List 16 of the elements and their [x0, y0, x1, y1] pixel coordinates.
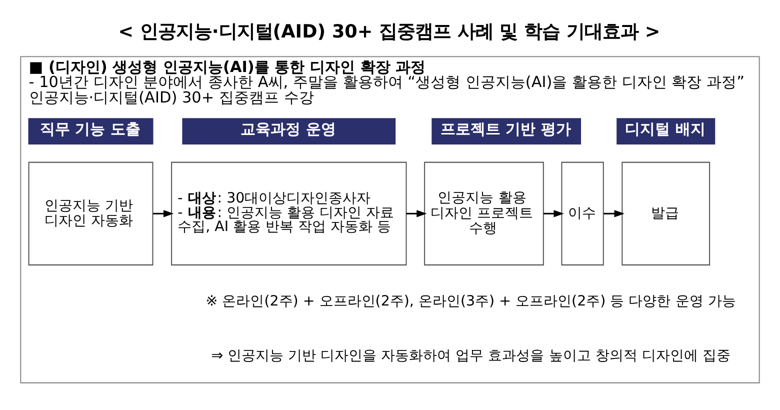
diagram-title: < 인공지능·디지털(AID) 30+ 집중캠프 사례 및 학습 기대효과 > [118, 21, 660, 42]
node-box: - 대상: 30대이상디자인종사자 - 내용: 인공지능 활용 디자인 자료 수집, AI 활용 반복 작업 자동화 등 [171, 161, 407, 265]
node-box: 교육과정 운영 [182, 118, 396, 144]
arrow [604, 210, 624, 217]
label: ⇒ 인공지능 기반 디자인을 자동화하여 업무 효과성을 높이고 창의적 디자인에 집중 [211, 348, 730, 364]
node-box: 디지털 배지 [616, 118, 716, 144]
arrow [544, 210, 564, 217]
arrow [406, 210, 427, 217]
node-box: 발급 [622, 161, 710, 265]
node-box: 직무 기능 도출 [28, 118, 154, 144]
arrow [153, 210, 174, 217]
node-box: 프로젝트 기반 평가 [432, 118, 582, 144]
label: ※ 온라인(2주) + 오프라인(2주), 온라인(3주) + 오프라인(2주) 등 다양한 운영 가능 [206, 292, 736, 309]
node-box: 인공지능 기반 디자인 자동화 [28, 161, 154, 265]
node-box: 인공지능 활용 디자인 프로젝트 수행 [424, 161, 544, 265]
node-box: 이수 [561, 161, 604, 265]
